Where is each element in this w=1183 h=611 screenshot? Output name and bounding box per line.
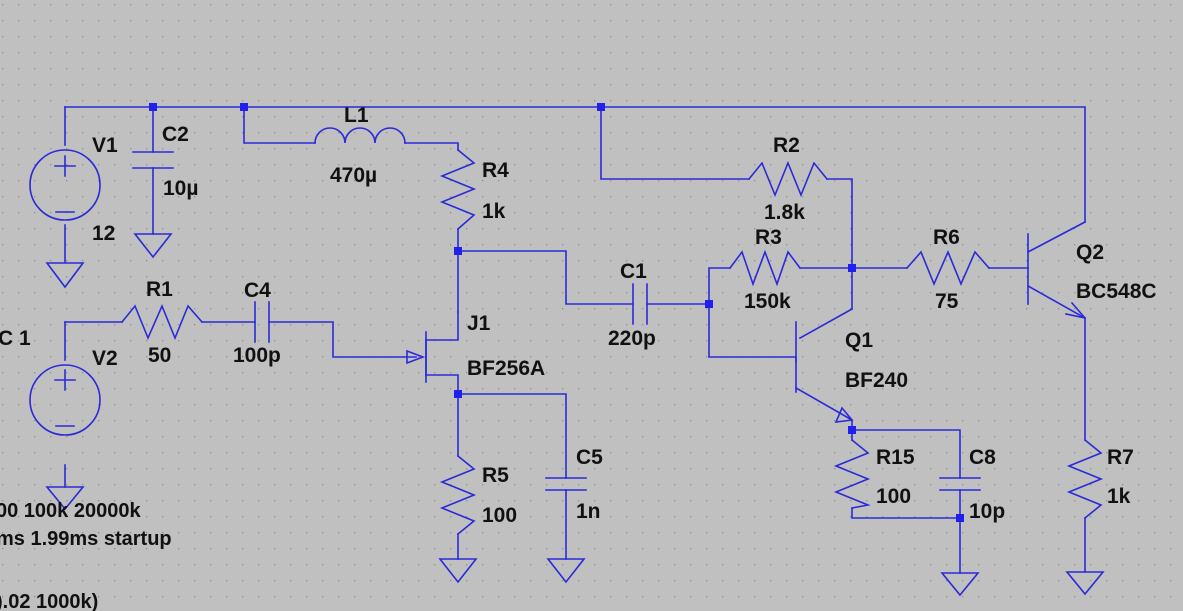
l1-inductor[interactable] <box>314 127 406 144</box>
l1-name: L1 <box>344 104 369 127</box>
wires <box>64 106 1086 574</box>
c2-name: C2 <box>162 123 189 146</box>
r1-name: R1 <box>146 278 173 301</box>
c4-capacitor[interactable] <box>254 301 270 343</box>
r2-name: R2 <box>773 134 800 157</box>
q2-name: Q2 <box>1076 241 1104 264</box>
r4-resistor[interactable] <box>439 148 477 231</box>
labels: V1 12 C2 10µ L1 470µ R4 1k R2 1.8k R3 15… <box>0 104 1157 611</box>
v2-voltage-source[interactable] <box>29 364 101 436</box>
c5-capacitor[interactable] <box>545 477 587 491</box>
l1-value: 470µ <box>330 164 377 187</box>
v1-value: 12 <box>92 222 115 245</box>
source-params-line2: ms 1.99ms startup <box>0 528 172 550</box>
ground-icon <box>1065 571 1105 596</box>
c1-value: 220p <box>608 327 656 350</box>
ground-icon <box>45 486 85 511</box>
c8-value: 10p <box>969 500 1005 523</box>
c8-capacitor[interactable] <box>939 477 981 491</box>
r7-resistor[interactable] <box>1066 438 1104 520</box>
q2-value: BC548C <box>1076 280 1157 303</box>
ground-icon <box>45 262 85 289</box>
r5-name: R5 <box>482 464 509 487</box>
r6-resistor[interactable] <box>905 249 991 287</box>
r4-value: 1k <box>482 200 506 223</box>
j1-value: BF256A <box>467 357 545 380</box>
q1-value: BF240 <box>845 369 908 392</box>
r1-value: 50 <box>148 344 171 367</box>
c2-value: 10µ <box>163 177 198 200</box>
c2-capacitor[interactable] <box>132 151 174 169</box>
v1-name: V1 <box>92 134 118 157</box>
r15-value: 100 <box>876 485 911 508</box>
c4-name: C4 <box>244 279 271 302</box>
r6-name: R6 <box>933 226 960 249</box>
ground-icon <box>546 558 586 584</box>
c4-value: 100p <box>233 344 281 367</box>
c1-name: C1 <box>620 260 647 283</box>
q1-name: Q1 <box>845 329 873 352</box>
r5-value: 100 <box>482 504 517 527</box>
ground-icon <box>438 558 478 584</box>
r7-value: 1k <box>1107 485 1131 508</box>
r15-resistor[interactable] <box>833 438 871 509</box>
c5-value: 1n <box>576 500 601 523</box>
c5-name: C5 <box>576 446 603 469</box>
source-params-line3: ).02 1000k) <box>0 591 98 611</box>
v1-voltage-source[interactable] <box>29 149 101 221</box>
source-params-line1: 00 100k 20000k <box>0 500 141 522</box>
r1-resistor[interactable] <box>120 303 204 341</box>
r2-resistor[interactable] <box>747 160 829 198</box>
c8-name: C8 <box>969 446 996 469</box>
ac-label: C 1 <box>0 327 31 350</box>
r3-value: 150k <box>744 290 791 313</box>
junction-dots <box>149 103 964 522</box>
q2-transistor[interactable] <box>1026 220 1087 320</box>
r3-name: R3 <box>755 226 782 249</box>
r15-name: R15 <box>876 446 915 469</box>
r7-name: R7 <box>1107 446 1134 469</box>
r4-name: R4 <box>482 159 509 182</box>
r2-value: 1.8k <box>764 201 805 224</box>
r5-resistor[interactable] <box>439 454 477 536</box>
v2-name: V2 <box>92 347 118 370</box>
j1-jfet[interactable] <box>406 331 427 383</box>
r6-value: 75 <box>935 290 959 313</box>
c1-capacitor[interactable] <box>632 283 648 325</box>
ground-icon <box>133 233 173 259</box>
ground-icon <box>940 572 980 597</box>
r3-resistor[interactable] <box>728 249 802 287</box>
j1-name: J1 <box>467 312 491 335</box>
